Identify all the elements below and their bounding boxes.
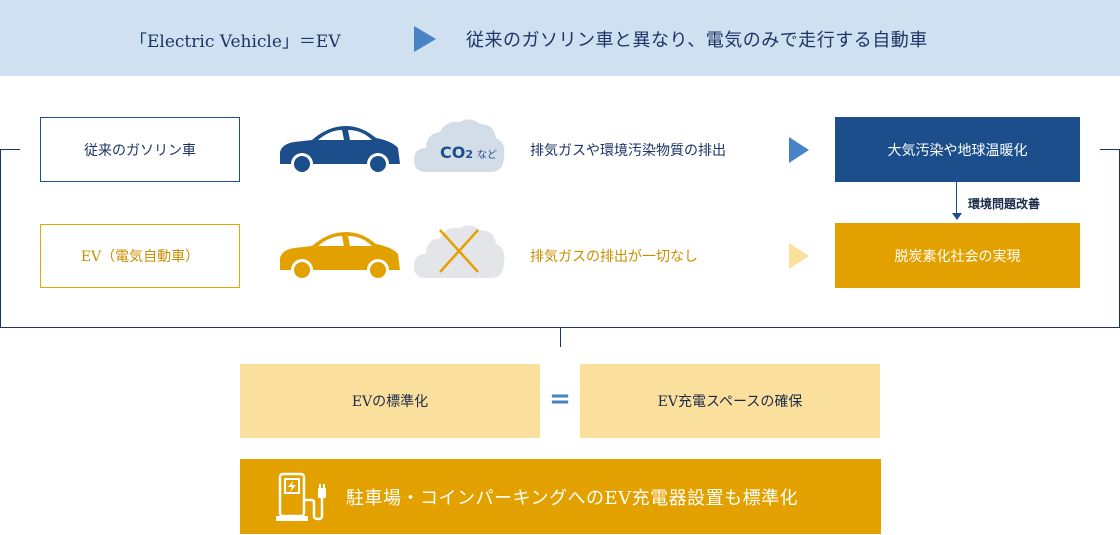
improvement-label: 環境問題改善	[968, 197, 1041, 211]
ev-label: EV（電気自動車）	[40, 224, 240, 288]
air-pollution-box: 大気汚染や地球温暖化	[835, 117, 1080, 182]
co2-cloud-icon	[414, 119, 505, 172]
ev-emission-text: 排気ガスの排出が一切なし	[530, 249, 698, 265]
no-emission-cloud-icon	[414, 225, 505, 278]
bracket-left-top	[0, 149, 20, 150]
ev-charger-icon	[276, 472, 326, 521]
co2-main: CO	[440, 143, 466, 162]
charger-standard-banner: 駐車場・コインパーキングへのEV充電器設置も標準化	[240, 459, 881, 534]
ev-car-icon	[280, 232, 400, 281]
header-banner: 「Electric Vehicle」＝EV 従来のガソリン車と異なり、電気のみで…	[0, 0, 1120, 76]
bracket-left-vertical	[0, 149, 1, 327]
improvement-arrow-line	[956, 182, 957, 218]
gasoline-car-label: 従来のガソリン車	[40, 117, 240, 182]
header-arrow-icon	[414, 26, 436, 52]
ev-standardization-box: EVの標準化	[240, 364, 540, 438]
ev-definition: 「Electric Vehicle」＝EV	[130, 32, 341, 52]
equals-sign: =	[549, 384, 571, 414]
gasoline-car-icon	[280, 126, 400, 175]
co2-sub: 2	[465, 148, 473, 161]
gasoline-arrow-icon	[789, 137, 809, 163]
co2-label: CO2 など	[440, 143, 497, 162]
gasoline-emission-text: 排気ガスや環境汚染物質の排出	[530, 143, 726, 159]
decarbonization-box: 脱炭素化社会の実現	[835, 223, 1080, 288]
co2-suffix: など	[477, 150, 497, 161]
ev-arrow-icon	[789, 243, 809, 269]
bracket-center-stem	[560, 327, 561, 347]
bracket-right-top	[1100, 149, 1120, 150]
improvement-arrow-icon	[952, 213, 962, 220]
ev-description: 従来のガソリン車と異なり、電気のみで走行する自動車	[466, 30, 928, 51]
charging-space-box: EV充電スペースの確保	[580, 364, 880, 438]
charger-standard-text: 駐車場・コインパーキングへのEV充電器設置も標準化	[346, 488, 799, 509]
